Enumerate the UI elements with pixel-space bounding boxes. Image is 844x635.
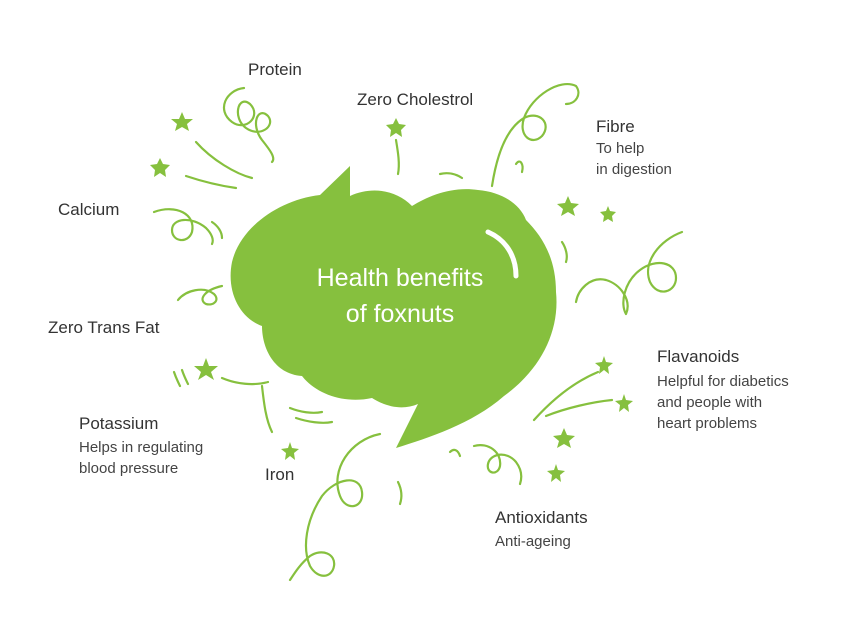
speech-bubble-icon: [230, 166, 557, 448]
star-icon: [281, 442, 299, 460]
swirl-decoration: [194, 140, 254, 180]
swirl-icon: [288, 432, 382, 582]
star-icon: [386, 118, 406, 137]
benefit-calcium: Calcium: [58, 200, 120, 219]
swirl-decoration: [514, 160, 524, 174]
swirl-decoration: [288, 406, 324, 414]
benefit-potassium-detail: Helps in regulating blood pressure: [79, 439, 204, 477]
swirl-icon: [152, 208, 214, 246]
swirl-decoration: [448, 448, 462, 458]
swirl-icon: [472, 444, 523, 486]
star-icon: [553, 428, 575, 448]
central-title-line-2: of foxnuts: [345, 300, 455, 328]
benefit-potassium: Potassium: [79, 414, 159, 433]
star-icon: [171, 112, 193, 131]
swirl-icon: [176, 284, 224, 306]
star-icon: [600, 206, 616, 222]
star-icon: [595, 356, 613, 374]
star-icon: [557, 196, 579, 216]
swirl-decoration: [184, 174, 238, 190]
swirl-decoration: [180, 368, 190, 386]
swirl-decoration: [438, 172, 464, 180]
swirl-icon: [574, 230, 684, 316]
benefit-zero-cholestrol: Zero Cholestrol: [357, 90, 474, 109]
benefit-antioxidants: Antioxidants: [495, 508, 588, 527]
swirl-decoration: [544, 398, 614, 418]
benefit-flavanoids-detail: Helpful for diabetics and people with he…: [657, 373, 789, 432]
star-icon: [615, 394, 633, 412]
central-title: Health benefits of foxnuts: [260, 260, 540, 332]
swirl-decoration: [394, 138, 400, 176]
star-icon: [194, 358, 218, 380]
benefit-iron: Iron: [265, 465, 295, 484]
swirl-decoration: [532, 370, 600, 422]
swirl-decoration: [260, 384, 274, 434]
swirl-decoration: [210, 220, 224, 240]
benefit-zero-trans-fat: Zero Trans Fat: [48, 318, 160, 337]
benefit-protein: Protein: [248, 60, 302, 79]
swirl-decoration: [172, 370, 182, 388]
benefit-fibre-detail: To help in digestion: [596, 140, 672, 178]
swirl-decoration: [396, 480, 403, 506]
benefit-antioxidants-detail: Anti-ageing: [495, 533, 571, 550]
swirl-decoration: [220, 376, 270, 386]
benefit-fibre: Fibre: [596, 117, 635, 136]
swirl-decoration: [560, 240, 568, 264]
central-title-line-1: Health benefits: [316, 264, 484, 292]
star-icon: [547, 464, 565, 482]
star-icon: [150, 158, 170, 177]
swirl-icon: [222, 86, 275, 164]
swirl-icon: [490, 83, 580, 188]
swirl-decoration: [294, 416, 334, 424]
bubble-highlight: [485, 229, 519, 279]
benefit-flavanoids: Flavanoids: [657, 347, 740, 366]
